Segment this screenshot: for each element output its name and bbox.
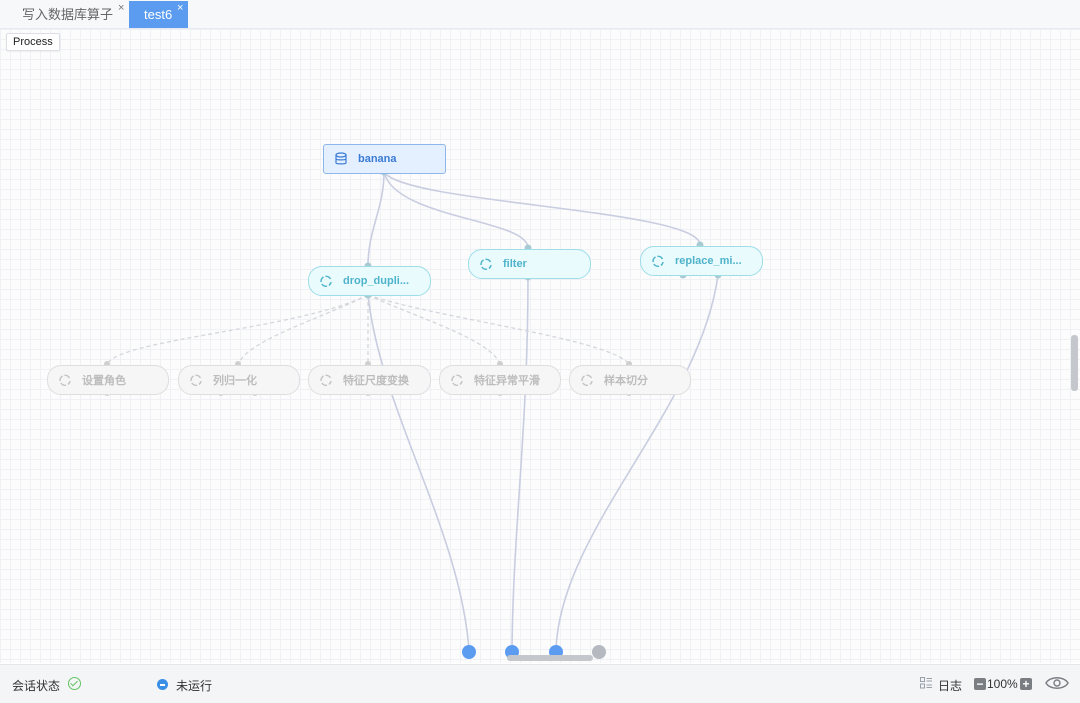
zoom-level: 100%	[987, 677, 1018, 691]
close-icon[interactable]: ×	[118, 2, 125, 14]
edge-filter-output	[511, 276, 529, 651]
zoom-out-button[interactable]: −	[974, 678, 986, 690]
minus-circle-icon	[157, 679, 168, 690]
node-label: 列归一化	[213, 375, 257, 387]
output-port-4	[592, 645, 606, 659]
tab-test6[interactable]: test6 ×	[129, 1, 188, 28]
refresh-icon	[451, 374, 463, 386]
edge-drop-output	[367, 294, 470, 651]
refresh-icon	[581, 374, 593, 386]
vertical-scrollbar[interactable]	[1071, 335, 1078, 391]
edge-dashed-smooth	[367, 294, 501, 365]
node-label: drop_dupli...	[343, 275, 409, 287]
process-label: Process	[6, 33, 60, 51]
status-bar: 会话状态 未运行 日志 − 100% +	[0, 664, 1080, 703]
close-icon[interactable]: ×	[177, 2, 184, 14]
log-icon[interactable]	[920, 677, 932, 689]
node-sample-split[interactable]: 样本切分	[569, 365, 691, 395]
refresh-icon	[190, 374, 202, 386]
log-button[interactable]: 日志	[938, 679, 963, 693]
node-label: 特征异常平滑	[474, 375, 540, 387]
edge-dashed-set-role	[106, 294, 369, 365]
eye-icon[interactable]	[1045, 675, 1069, 691]
node-filter[interactable]: filter	[468, 249, 591, 279]
node-feature-smooth[interactable]: 特征异常平滑	[439, 365, 561, 395]
edge-banana-filter	[383, 171, 529, 249]
refresh-icon	[320, 275, 332, 287]
node-banana[interactable]: banana	[323, 144, 446, 174]
edge-replace-output	[555, 274, 719, 651]
node-label: replace_mi...	[675, 255, 742, 267]
refresh-icon	[652, 255, 664, 267]
tab-label: test6	[144, 7, 173, 22]
output-port-1	[462, 645, 476, 659]
horizontal-scrollbar[interactable]	[507, 655, 593, 661]
session-status-label: 会话状态	[12, 679, 61, 693]
tab-label: 写入数据库算子	[22, 7, 114, 22]
tab-bar: 写入数据库算子 × test6 ×	[0, 0, 1080, 29]
run-status-label: 未运行	[176, 679, 213, 693]
edge-banana-replace	[383, 171, 701, 246]
node-label: banana	[358, 153, 397, 165]
node-feature-scale[interactable]: 特征尺度变换	[308, 365, 431, 395]
edge-dashed-normalize	[237, 294, 369, 365]
node-label: 特征尺度变换	[343, 375, 409, 387]
database-icon	[335, 152, 347, 165]
edge-layer	[104, 168, 722, 659]
workflow-canvas[interactable]: Process	[0, 29, 1080, 663]
check-circle-icon	[68, 677, 81, 690]
node-label: filter	[503, 258, 527, 270]
node-normalize[interactable]: 列归一化	[178, 365, 300, 395]
refresh-icon	[59, 374, 71, 386]
edge-dashed-split	[367, 294, 630, 365]
node-replace-missing[interactable]: replace_mi...	[640, 246, 763, 276]
node-label: 设置角色	[82, 375, 126, 387]
node-drop-duplicates[interactable]: drop_dupli...	[308, 266, 431, 296]
node-label: 样本切分	[604, 375, 648, 387]
zoom-in-button[interactable]: +	[1020, 678, 1032, 690]
node-set-role[interactable]: 设置角色	[47, 365, 169, 395]
tab-write-db-operator[interactable]: 写入数据库算子 ×	[8, 1, 126, 28]
edge-banana-drop	[367, 171, 385, 267]
refresh-icon	[480, 258, 492, 270]
refresh-icon	[320, 374, 332, 386]
